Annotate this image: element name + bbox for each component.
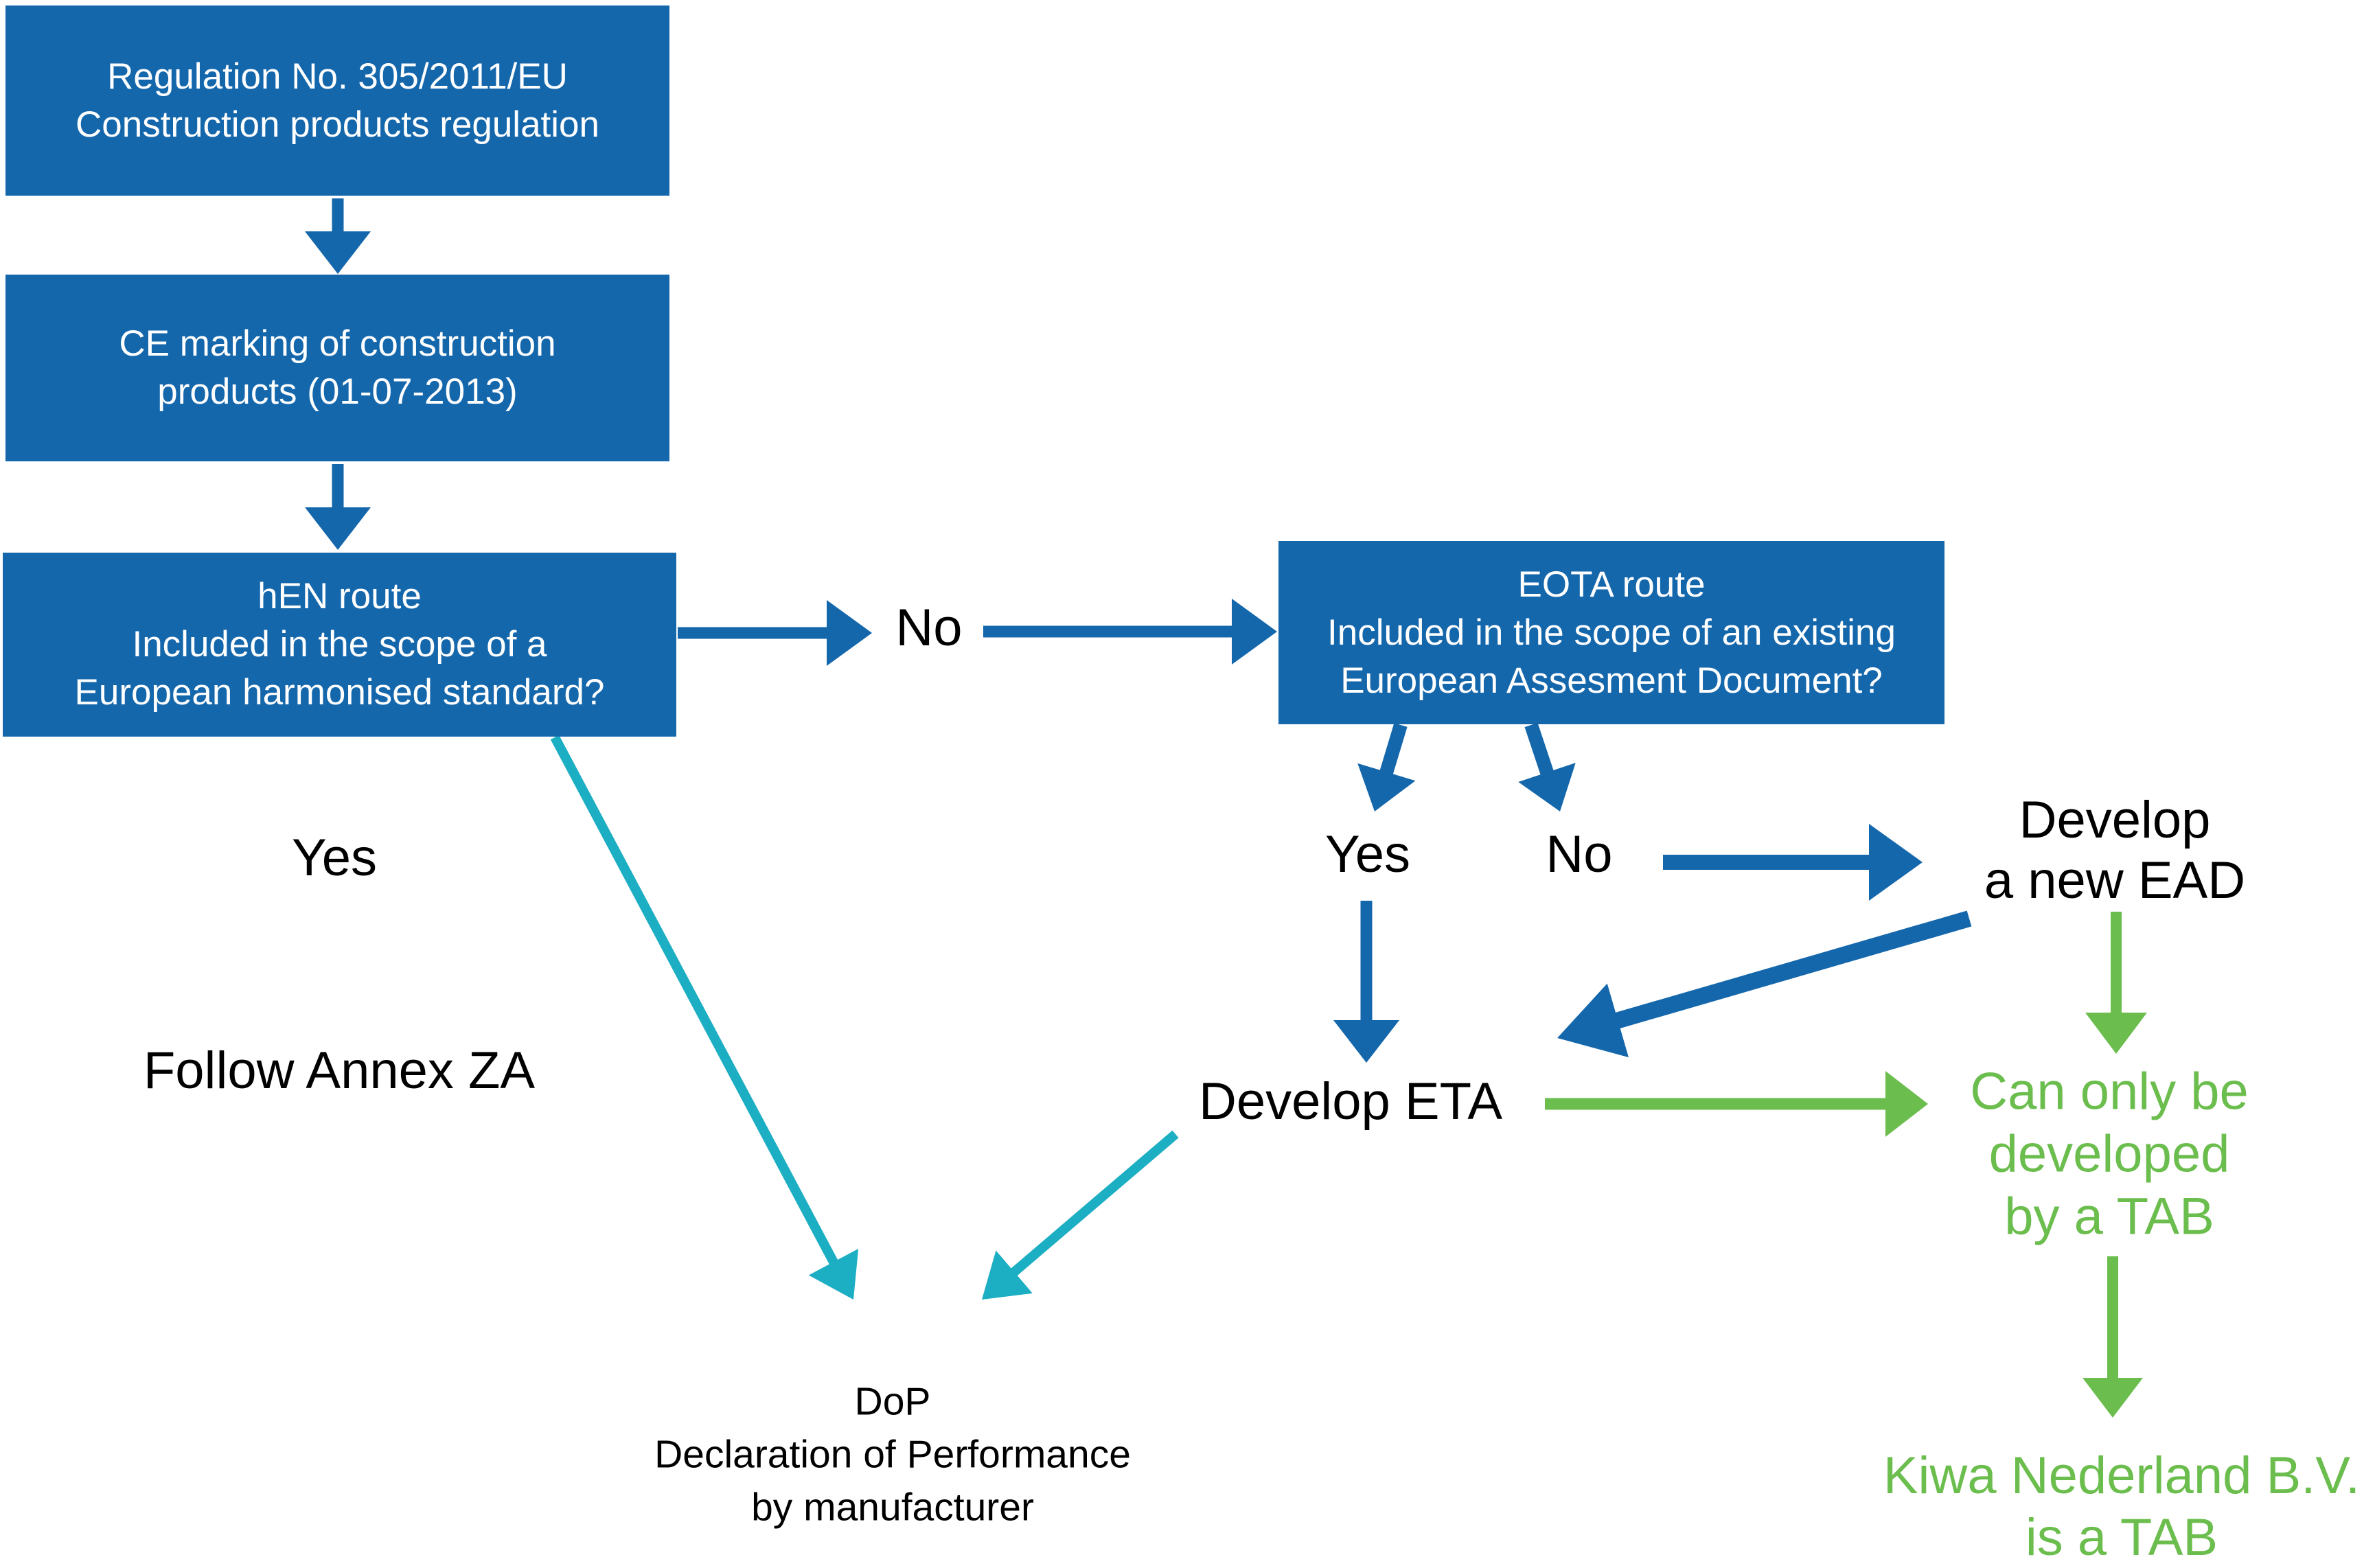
eota-yes-label: Yes xyxy=(1325,825,1410,884)
arrow-ce-to-hen xyxy=(305,464,371,550)
arrow-no-to-eota xyxy=(983,599,1277,665)
hen-route-box-line: European harmonised standard? xyxy=(74,672,605,713)
kiwa-tab-label: Kiwa Nederland B.V. is a TAB xyxy=(1883,1446,2361,1567)
eota-no-label: No xyxy=(1546,825,1613,884)
arrow-ead-down xyxy=(2085,912,2147,1054)
hen-route-box: hEN route Included in the scope of a Eur… xyxy=(3,553,676,737)
tab-only-label: Can only be developed by a TAB xyxy=(1970,1062,2249,1246)
develop-new-ead-label: Develop a new EAD xyxy=(1984,791,2246,910)
eota-route-box-line: EOTA route xyxy=(1517,564,1706,605)
ce-marking-box-line: products (01-07-2013) xyxy=(157,371,518,412)
hen-yes-label: Yes xyxy=(292,829,377,887)
arrow-eta-to-dop xyxy=(982,1130,1179,1300)
ce-marking-box-line: CE marking of construction xyxy=(119,323,556,364)
arrow-eota-no xyxy=(1518,722,1576,811)
arrow-no-to-ead xyxy=(1663,824,1923,901)
eota-route-box: EOTA route Included in the scope of an e… xyxy=(1278,541,1944,724)
regulation-box-line: Regulation No. 305/2011/EU xyxy=(107,56,568,97)
arrow-ead-to-eta xyxy=(1557,910,1972,1058)
arrow-eota-yes xyxy=(1357,723,1416,811)
hen-route-box-line: hEN route xyxy=(257,576,422,616)
arrow-tab-to-kiwa xyxy=(2083,1256,2143,1418)
dop-label: DoP Declaration of Performance by manufa… xyxy=(654,1379,1131,1530)
arrow-hen-to-dop xyxy=(550,735,859,1300)
arrow-eta-to-tab xyxy=(1545,1071,1928,1137)
arrow-yes-to-eta xyxy=(1333,901,1399,1063)
hen-no-label: No xyxy=(895,599,963,657)
arrow-reg-to-ce xyxy=(305,198,371,274)
regulation-box-line: Construction products regulation xyxy=(75,104,600,145)
ce-marking-box: CE marking of construction products (01-… xyxy=(5,275,669,461)
eota-route-box-line: Included in the scope of an existing xyxy=(1327,612,1896,653)
arrow-hen-to-no xyxy=(678,600,872,666)
develop-eta-label: Develop ETA xyxy=(1198,1072,1503,1131)
follow-annex-za-label: Follow Annex ZA xyxy=(143,1041,536,1100)
regulation-box: Regulation No. 305/2011/EU Construction … xyxy=(5,5,669,196)
eota-route-box-line: European Assesment Document? xyxy=(1340,660,1883,701)
hen-route-box-line: Included in the scope of a xyxy=(132,624,547,665)
